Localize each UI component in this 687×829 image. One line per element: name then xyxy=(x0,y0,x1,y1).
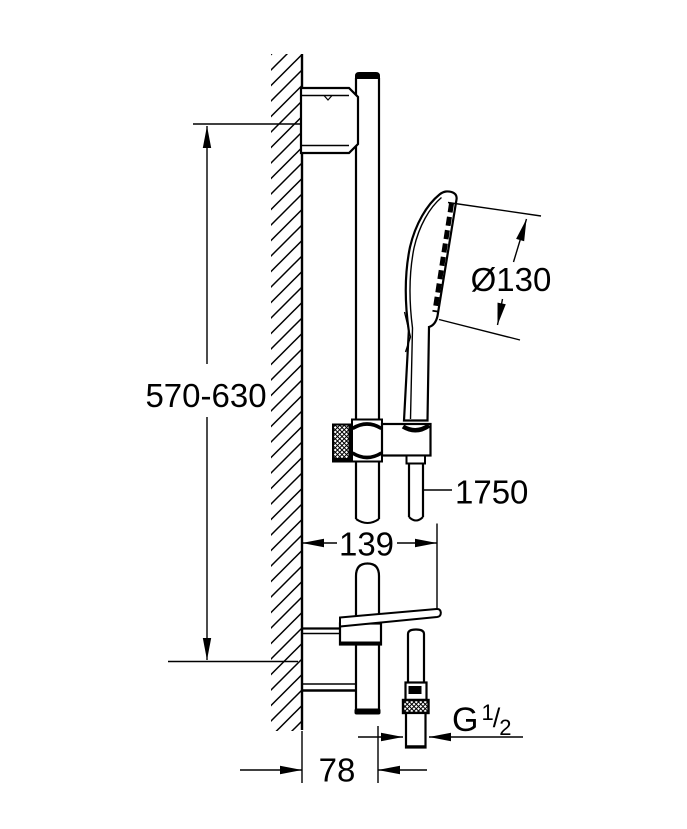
hose-stub xyxy=(404,711,427,749)
spray-face-nozzles xyxy=(432,203,454,313)
hose-end-tube xyxy=(406,628,426,683)
hose-nut xyxy=(401,698,430,715)
dimension-head-diameter: Ø130 xyxy=(438,201,552,341)
dimension-mounting-height: 570-630 xyxy=(145,123,302,663)
shelf-arm xyxy=(339,607,442,628)
wall-bracket-top xyxy=(299,86,360,155)
handle-cone xyxy=(401,423,431,433)
hose-break xyxy=(408,516,424,522)
wall xyxy=(271,54,304,731)
dimension-hose-length: 1750 xyxy=(424,474,528,511)
dimension-projection: 139 xyxy=(302,523,438,609)
shower-hose-lower xyxy=(401,628,430,749)
rail-break xyxy=(355,518,380,524)
dimension-wall-distance: 78 xyxy=(240,726,427,789)
hand-shower-contour-line xyxy=(409,196,442,420)
shower-shelf xyxy=(338,607,442,646)
shower-hose-upper xyxy=(405,454,426,522)
rail-bottom-cap xyxy=(354,708,381,715)
dim-label-projection: 139 xyxy=(339,526,394,563)
dim-label-mounting-height: 570-630 xyxy=(145,377,266,414)
dim-label-head-diameter: Ø130 xyxy=(471,261,552,298)
dim-label-hose-length: 1750 xyxy=(455,474,528,511)
dim-label-wall-distance: 78 xyxy=(319,752,356,789)
handle-seam xyxy=(403,311,412,353)
hand-shower xyxy=(402,190,458,422)
wall-hatch xyxy=(271,54,302,731)
rail-top-cap xyxy=(355,72,380,79)
hose-neck xyxy=(405,454,426,465)
shower-holder xyxy=(332,418,432,463)
